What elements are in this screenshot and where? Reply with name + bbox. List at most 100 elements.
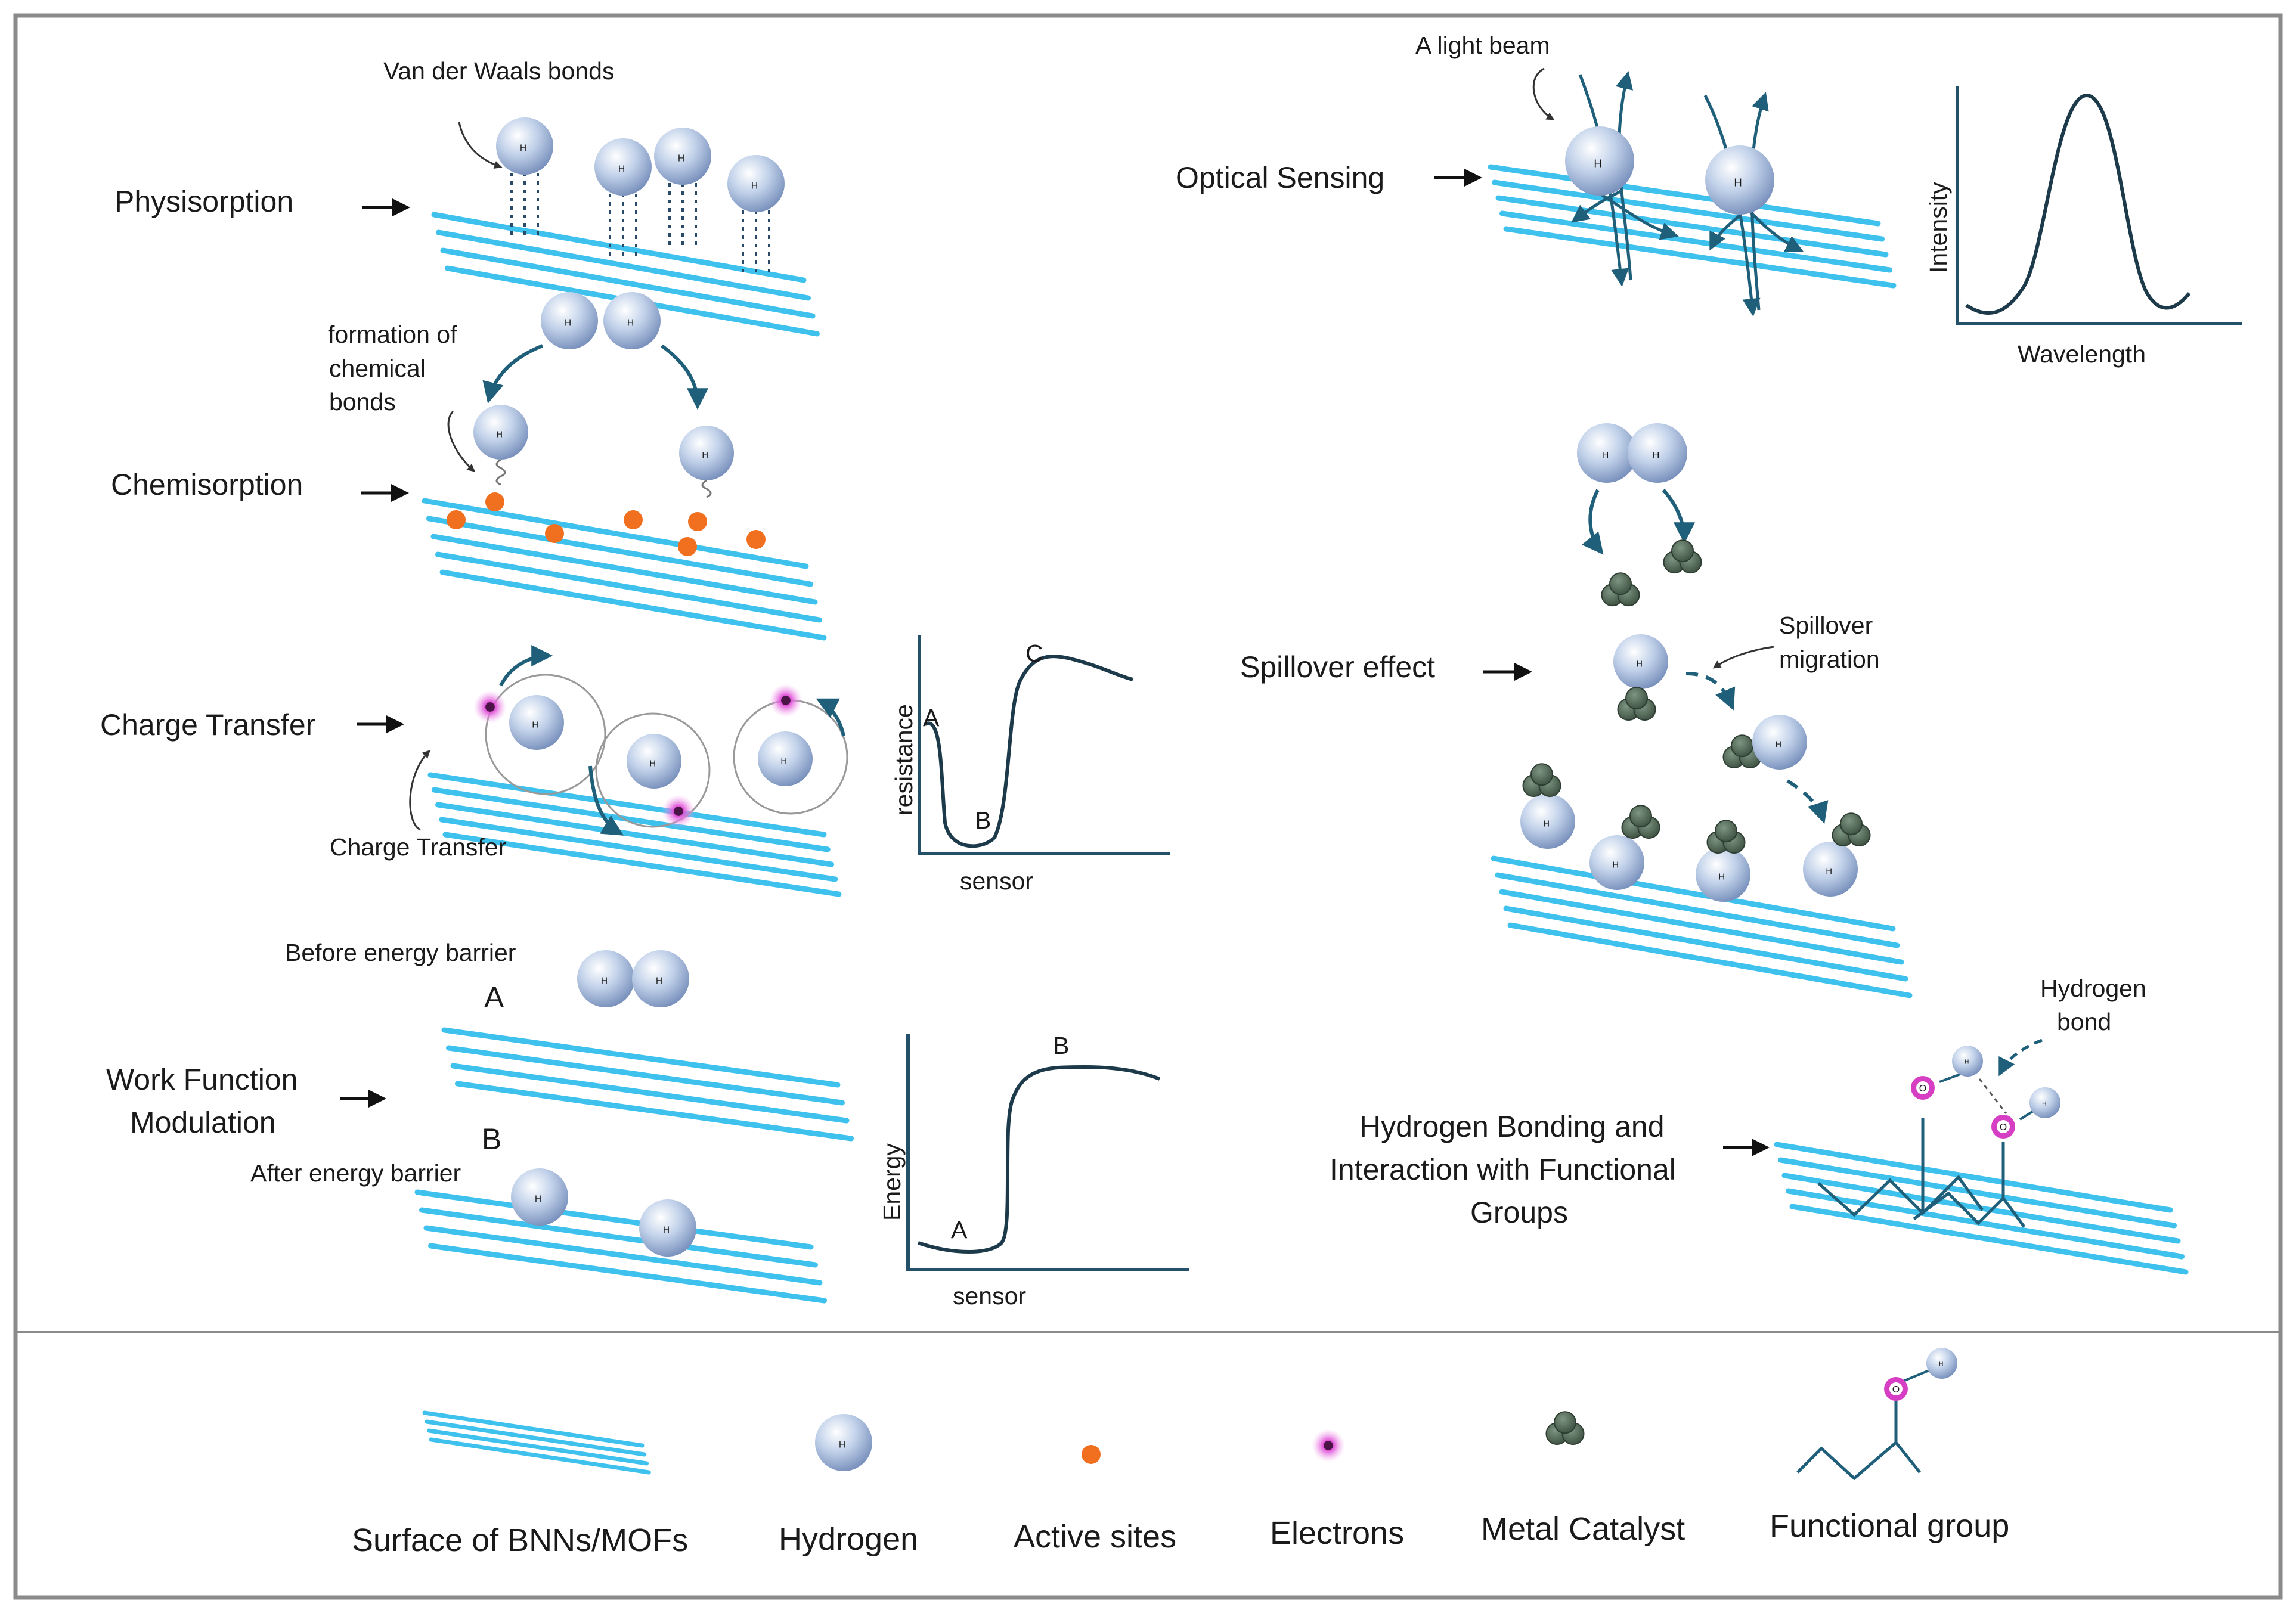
surface-line	[430, 534, 818, 605]
hydrogen-sphere	[1705, 145, 1774, 215]
hydrogen-sphere-icon: H	[815, 1414, 872, 1471]
hydrogen-atom-label: H	[1939, 1361, 1943, 1368]
work-function-title-2: Modulation	[130, 1106, 276, 1139]
surface-line	[435, 802, 834, 867]
hydrogen-sphere-icon: H	[594, 138, 652, 196]
hydrogen-atom-label: H	[1718, 872, 1725, 882]
surface-line	[1786, 1188, 2185, 1260]
hydrogen-sphere-icon: H	[1696, 847, 1750, 902]
oxygen-ring-inner	[1889, 1382, 1903, 1395]
chemical-bond-link	[495, 458, 506, 486]
hydrogen-sphere-icon: H	[1752, 715, 1807, 770]
surface-line	[439, 817, 838, 882]
surface-lines-icon	[1488, 164, 1897, 289]
hydrogen-atom-label: H	[618, 165, 625, 175]
surface-line	[442, 832, 842, 897]
surface-line	[1503, 226, 1897, 289]
surface-lines-icon	[422, 498, 827, 641]
connector-layer	[340, 67, 2043, 1481]
legend-catalyst-label: Metal Catalyst	[1481, 1511, 1685, 1547]
hydrogen-sphere	[654, 128, 711, 185]
surface-line	[427, 772, 827, 838]
spillover-arrow	[1685, 672, 1736, 711]
metal-atom	[1625, 687, 1648, 710]
orange-dot-icon	[1082, 1445, 1101, 1464]
legend-functional-group-label: Functional group	[1770, 1508, 2009, 1544]
surface-line	[422, 1410, 645, 1448]
hydrogen-sphere	[594, 138, 652, 196]
flow-arrow	[1662, 489, 1695, 544]
surface-line	[1495, 195, 1889, 258]
surface-lines-icon	[1491, 855, 1913, 998]
hydrogen-sphere	[727, 155, 785, 212]
hydrogen-sphere	[511, 1168, 568, 1226]
surface-line	[1507, 922, 1913, 998]
orange-dot-icon	[447, 510, 466, 529]
spillover-arrow	[1786, 779, 1829, 824]
hydrogen-atom-label: H	[1543, 819, 1550, 829]
metal-atom	[1671, 539, 1694, 563]
spillover-callout-1: Spillover	[1779, 612, 1873, 639]
hydrogen-sphere	[603, 292, 661, 349]
hydrogen-atom-label: H	[780, 756, 787, 766]
hydrogen-sphere	[627, 734, 681, 789]
legend-carbon-chain	[1796, 1440, 1921, 1481]
hydrogen-sphere-icon: H	[1577, 423, 1637, 483]
hydrogen-sphere-icon: H	[1613, 634, 1668, 689]
hydrogen-sphere	[496, 117, 553, 175]
state-b-letter: B	[482, 1122, 501, 1156]
metal-atom	[1840, 812, 1863, 836]
van-der-waals-callout: Van der Waals bonds	[383, 57, 614, 85]
hydrogen-sphere-icon: H	[1628, 423, 1687, 483]
hydrogen-sphere	[1752, 715, 1807, 770]
surface-line	[1495, 872, 1900, 948]
surface-line	[428, 1243, 827, 1304]
resistance-ylabel: resistance	[890, 704, 918, 815]
hydrogen-sphere	[758, 731, 813, 786]
metal-atom	[1530, 763, 1553, 786]
resistance-point-a: A	[923, 704, 940, 731]
hydrogen-sphere-icon: H	[496, 117, 553, 175]
metal-atom	[1715, 820, 1737, 843]
surface-line	[1488, 164, 1881, 227]
energy-graph	[906, 1034, 1189, 1271]
metal-cluster-icon	[1617, 687, 1656, 721]
hydrogen-atom-label: H	[1775, 740, 1781, 749]
orbit-circle	[485, 674, 606, 795]
hydrogen-sphere-icon: H	[758, 731, 813, 786]
resistance-xlabel: sensor	[960, 867, 1033, 895]
legend-surface-label: Surface of BNNs/MOFs	[352, 1522, 688, 1558]
light-beam-ray	[1746, 207, 1804, 252]
hydrogen-atom-label: H	[1612, 860, 1619, 870]
metal-cluster-icon	[1722, 734, 1762, 769]
hydrogen-sphere-icon: H	[541, 292, 598, 349]
metal-cluster-icon	[1663, 539, 1702, 574]
hydrogen-atom-label: H	[601, 976, 608, 987]
intensity-graph	[1956, 86, 2242, 325]
surface-line	[419, 1207, 818, 1268]
callout-arrow	[458, 122, 503, 169]
surface-lines-icon	[441, 1027, 854, 1142]
electron-glow-icon	[769, 684, 802, 717]
before-barrier-caption: Before energy barrier	[285, 939, 516, 966]
surface-line	[1774, 1142, 2173, 1213]
hydrogen-sphere-icon: H	[2029, 1087, 2060, 1118]
energy-point-b: B	[1053, 1032, 1069, 1059]
spillover-title: Spillover effect	[1240, 650, 1435, 684]
hydrogen-atom-label: H	[496, 430, 503, 439]
hydrogen-sphere-icon: H	[1705, 145, 1774, 215]
hydrogen-atom-label: H	[1653, 451, 1660, 461]
surface-line	[425, 1419, 647, 1457]
orange-dot-icon	[688, 512, 707, 531]
text-layer: Physisorption Van der Waals bonds Chemis…	[100, 32, 2146, 1558]
flow-arrow	[816, 698, 845, 737]
state-a-letter: A	[484, 981, 504, 1014]
metal-atom	[1629, 805, 1652, 828]
resistance-graph	[918, 635, 1170, 855]
oxygen-ring-inner	[1916, 1081, 1929, 1094]
hydrogen-atom-label: H	[751, 181, 758, 191]
hydrogen-atom-label: H	[1826, 867, 1832, 876]
callout-arrow	[1532, 67, 1555, 120]
